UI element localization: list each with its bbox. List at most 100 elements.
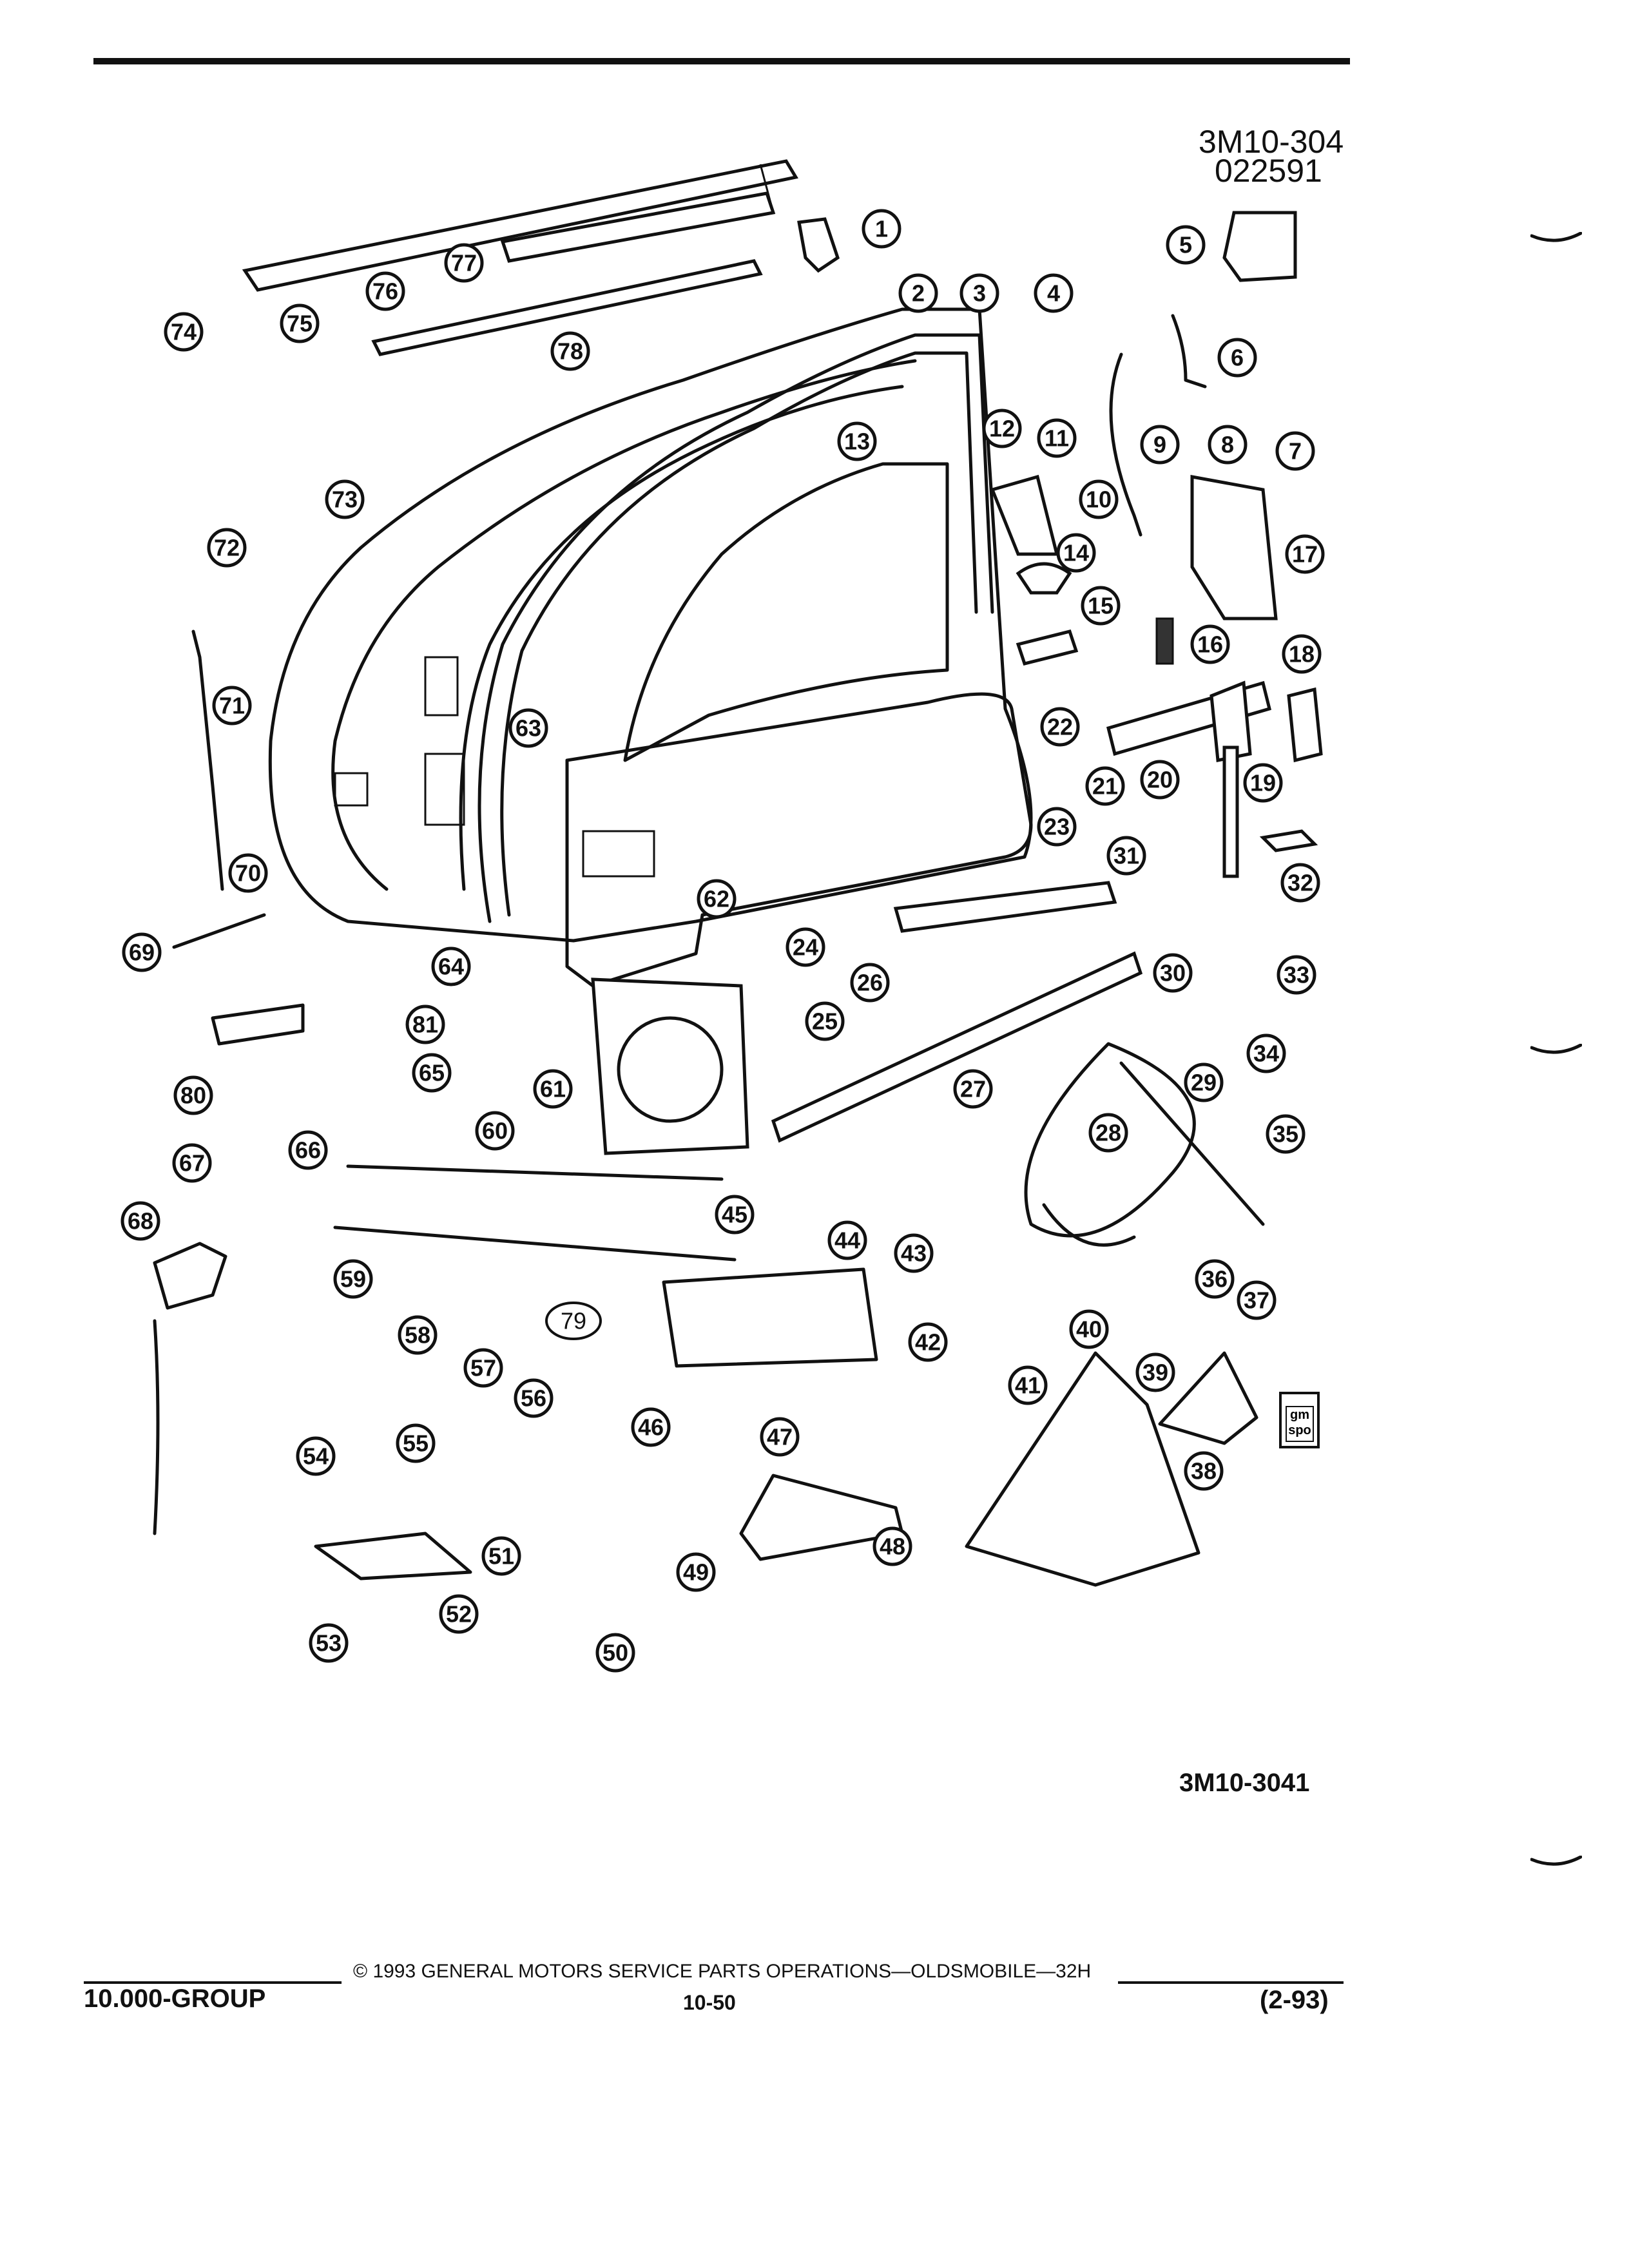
callout-25: 25 <box>805 1001 845 1041</box>
callout-55: 55 <box>396 1423 436 1463</box>
callout-41: 41 <box>1008 1365 1048 1405</box>
callout-46: 46 <box>631 1407 671 1447</box>
svg-text:40: 40 <box>1076 1316 1102 1343</box>
svg-text:41: 41 <box>1015 1372 1041 1399</box>
svg-text:73: 73 <box>332 486 358 513</box>
callout-50: 50 <box>595 1633 635 1673</box>
callout-33: 33 <box>1277 955 1316 995</box>
callout-32: 32 <box>1280 863 1320 903</box>
footer-group: 10.000-GROUP <box>84 1984 266 2013</box>
callout-11: 11 <box>1037 418 1077 458</box>
callout-60: 60 <box>475 1111 515 1151</box>
svg-text:60: 60 <box>482 1118 508 1144</box>
callout-29: 29 <box>1184 1062 1224 1102</box>
svg-text:35: 35 <box>1273 1121 1298 1148</box>
svg-text:62: 62 <box>704 886 729 912</box>
callout-56: 56 <box>514 1378 554 1418</box>
callout-72: 72 <box>207 528 247 568</box>
svg-text:18: 18 <box>1289 641 1315 668</box>
callout-43: 43 <box>894 1233 934 1273</box>
door-frame-illustration <box>268 307 1033 988</box>
svg-text:29: 29 <box>1191 1070 1217 1096</box>
svg-text:69: 69 <box>129 939 155 966</box>
callout-24: 24 <box>786 927 825 967</box>
svg-text:64: 64 <box>438 954 464 980</box>
callout-5: 5 <box>1166 225 1206 265</box>
svg-text:49: 49 <box>683 1559 709 1586</box>
callout-49: 49 <box>676 1552 716 1592</box>
svg-text:80: 80 <box>180 1082 206 1109</box>
callout-38: 38 <box>1184 1451 1224 1491</box>
svg-text:7: 7 <box>1289 438 1302 465</box>
svg-text:66: 66 <box>295 1137 321 1164</box>
svg-text:32: 32 <box>1287 870 1313 896</box>
ref-code-line1: 3M10-304 <box>1199 124 1344 160</box>
svg-text:63: 63 <box>516 715 541 742</box>
svg-text:75: 75 <box>287 311 313 337</box>
callout-17: 17 <box>1285 534 1325 574</box>
svg-text:28: 28 <box>1095 1120 1121 1146</box>
callout-62: 62 <box>697 879 737 919</box>
callout-21: 21 <box>1085 766 1125 806</box>
callout-57: 57 <box>463 1348 503 1388</box>
callout-6: 6 <box>1217 338 1257 378</box>
svg-text:54: 54 <box>303 1443 329 1470</box>
footer-rule-right <box>1118 1981 1344 1984</box>
callout-1: 1 <box>862 209 901 249</box>
svg-text:39: 39 <box>1142 1360 1168 1386</box>
callout-19: 19 <box>1243 763 1283 803</box>
callout-64: 64 <box>431 947 471 986</box>
footer-page-number: 10-50 <box>683 1991 736 2014</box>
svg-text:52: 52 <box>446 1601 472 1628</box>
svg-text:51: 51 <box>488 1543 514 1570</box>
svg-text:10: 10 <box>1086 486 1112 513</box>
callout-45: 45 <box>715 1195 755 1235</box>
svg-text:17: 17 <box>1292 541 1318 568</box>
svg-text:59: 59 <box>340 1266 366 1293</box>
svg-text:70: 70 <box>235 860 261 887</box>
callout-30: 30 <box>1153 953 1193 993</box>
svg-text:15: 15 <box>1088 593 1113 619</box>
svg-text:8: 8 <box>1221 432 1234 458</box>
callout-39: 39 <box>1135 1352 1175 1392</box>
callout-2: 2 <box>898 273 938 313</box>
svg-text:65: 65 <box>419 1060 445 1086</box>
svg-text:3: 3 <box>973 280 986 307</box>
callout-79: 79 <box>545 1302 602 1340</box>
svg-text:81: 81 <box>412 1012 438 1038</box>
svg-text:79: 79 <box>561 1308 586 1334</box>
svg-text:20: 20 <box>1147 767 1173 793</box>
callout-44: 44 <box>827 1220 867 1260</box>
svg-text:19: 19 <box>1250 770 1276 796</box>
svg-text:24: 24 <box>793 934 818 961</box>
callout-18: 18 <box>1282 634 1322 674</box>
svg-text:13: 13 <box>844 428 870 455</box>
svg-text:2: 2 <box>912 280 925 307</box>
svg-text:22: 22 <box>1047 714 1073 740</box>
callout-53: 53 <box>309 1623 349 1663</box>
callout-10: 10 <box>1079 479 1119 519</box>
svg-text:67: 67 <box>179 1150 205 1177</box>
svg-text:14: 14 <box>1063 540 1089 566</box>
svg-text:50: 50 <box>602 1640 628 1666</box>
svg-text:45: 45 <box>722 1202 747 1228</box>
callout-69: 69 <box>122 932 162 972</box>
callout-37: 37 <box>1237 1280 1277 1320</box>
callout-71: 71 <box>212 686 252 726</box>
callout-3: 3 <box>959 273 999 313</box>
svg-text:9: 9 <box>1153 432 1166 458</box>
callout-58: 58 <box>398 1315 438 1355</box>
svg-text:56: 56 <box>521 1385 546 1412</box>
callout-13: 13 <box>837 421 877 461</box>
svg-text:47: 47 <box>767 1424 793 1450</box>
callout-81: 81 <box>405 1004 445 1044</box>
footer-copyright: © 1993 GENERAL MOTORS SERVICE PARTS OPER… <box>353 1961 1092 1982</box>
callout-59: 59 <box>333 1259 373 1299</box>
callout-42: 42 <box>908 1322 948 1362</box>
callout-63: 63 <box>508 708 548 748</box>
callout-12: 12 <box>982 408 1022 448</box>
callout-20: 20 <box>1140 760 1180 800</box>
callout-75: 75 <box>280 303 320 343</box>
